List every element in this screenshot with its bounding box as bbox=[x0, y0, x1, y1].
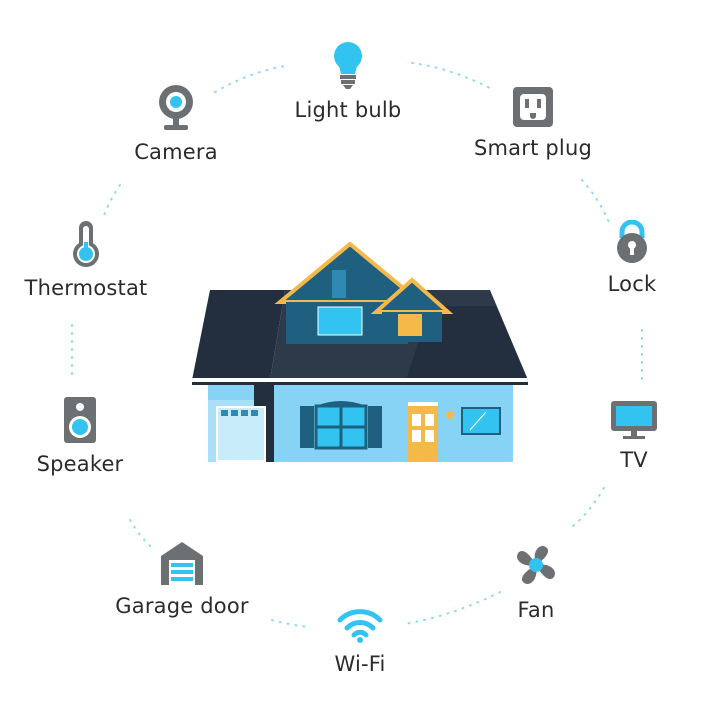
device-smart-plug: Smart plug bbox=[433, 86, 633, 160]
house-illustration bbox=[192, 241, 528, 462]
device-label: Lock bbox=[607, 272, 657, 296]
device-tv: TV bbox=[534, 400, 710, 472]
device-label: Light bulb bbox=[294, 98, 402, 122]
garage-door-icon bbox=[82, 540, 282, 586]
thermostat-icon bbox=[0, 220, 186, 268]
speaker-icon bbox=[0, 396, 180, 444]
lock-icon bbox=[532, 220, 710, 264]
wifi-icon bbox=[260, 606, 460, 644]
fan-icon bbox=[436, 540, 636, 590]
light-bulb-icon bbox=[248, 40, 448, 90]
device-thermostat: Thermostat bbox=[0, 220, 186, 300]
device-label: Fan bbox=[517, 598, 555, 622]
camera-icon bbox=[76, 84, 276, 132]
device-label: Speaker bbox=[36, 452, 124, 476]
device-label: Smart plug bbox=[473, 136, 592, 160]
device-lock: Lock bbox=[532, 220, 710, 296]
device-speaker: Speaker bbox=[0, 396, 180, 476]
device-label: TV bbox=[620, 448, 648, 472]
device-wifi: Wi-Fi bbox=[260, 606, 460, 676]
tv-icon bbox=[534, 400, 710, 440]
device-label: Garage door bbox=[115, 594, 249, 618]
device-light-bulb: Light bulb bbox=[248, 40, 448, 122]
device-label: Wi-Fi bbox=[334, 652, 386, 676]
dotted-arc-1 bbox=[71, 62, 643, 628]
device-camera: Camera bbox=[76, 84, 276, 164]
device-label: Camera bbox=[134, 140, 218, 164]
device-fan: Fan bbox=[436, 540, 636, 622]
device-label: Thermostat bbox=[24, 276, 148, 300]
left-roof bbox=[192, 290, 285, 380]
device-garage-door: Garage door bbox=[82, 540, 282, 618]
smart-plug-icon bbox=[433, 86, 633, 128]
